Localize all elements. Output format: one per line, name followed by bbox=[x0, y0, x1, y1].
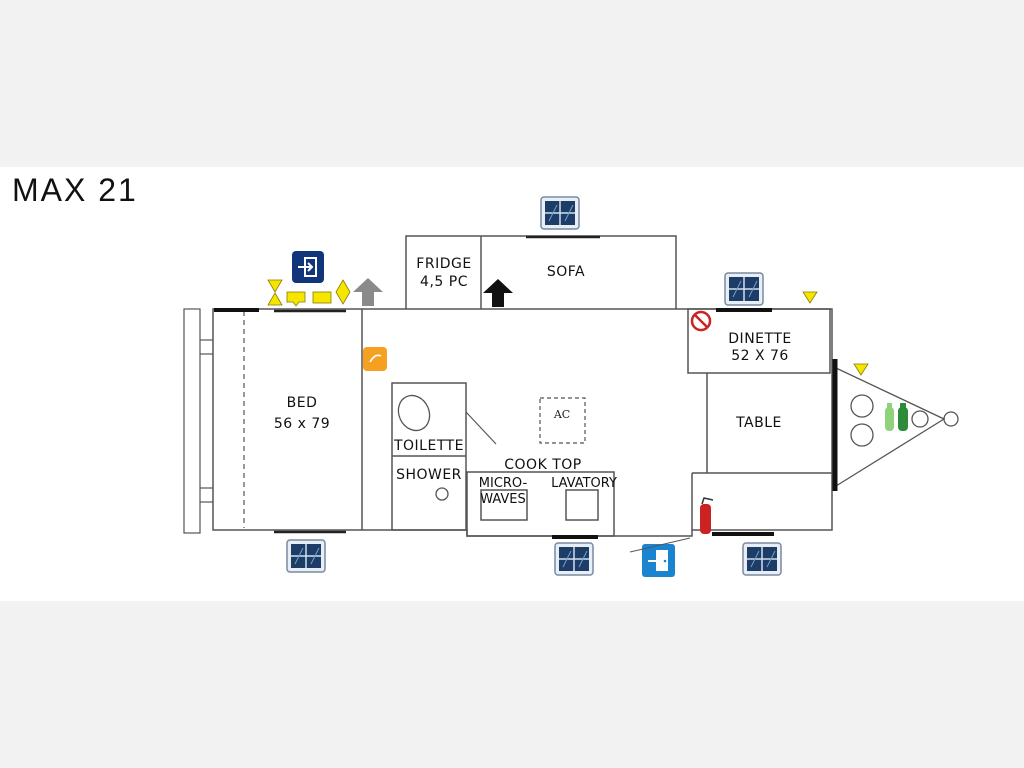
warning-triangle-icon bbox=[267, 279, 869, 376]
window-icon bbox=[540, 196, 580, 230]
diagram-panel bbox=[0, 167, 1024, 601]
window-icon bbox=[286, 539, 326, 573]
fire-extinguisher-icon bbox=[700, 497, 714, 534]
window-icon bbox=[554, 542, 594, 576]
microwaves-label: MICRO- bbox=[479, 476, 528, 491]
no-smoking-icon bbox=[690, 310, 712, 332]
door-icon bbox=[292, 251, 324, 283]
rear-bumper bbox=[183, 308, 213, 534]
table-label: TABLE bbox=[735, 415, 782, 431]
tongue-hitch bbox=[835, 367, 959, 487]
ac-label: AC bbox=[553, 408, 570, 421]
shower-label: SHOWER bbox=[396, 467, 462, 483]
ac-unit bbox=[539, 397, 586, 444]
cooktop-label: COOK TOP bbox=[504, 457, 581, 473]
lavatory-label: LAVATORY bbox=[551, 476, 617, 491]
shower-drain-icon bbox=[435, 487, 449, 501]
sofa-label: SOFA bbox=[547, 264, 585, 280]
gas-bottle-icon bbox=[885, 403, 908, 431]
fridge-size-label: 4,5 PC bbox=[420, 274, 468, 290]
up-arrow-icon bbox=[483, 279, 513, 307]
bed-label: BED bbox=[287, 395, 318, 411]
up-arrow-icon bbox=[353, 278, 383, 306]
window-icon bbox=[742, 542, 782, 576]
dinette-label: DINETTE bbox=[728, 331, 791, 347]
exit-door-icon bbox=[629, 537, 691, 577]
toilet-icon bbox=[397, 394, 431, 432]
dinette-size-label: 52 X 76 bbox=[731, 348, 789, 364]
fridge-label: FRIDGE bbox=[416, 256, 471, 272]
model-title: MAX 21 bbox=[12, 172, 138, 208]
microwaves-label-2: WAVES bbox=[480, 492, 526, 507]
toilette-label: TOILETTE bbox=[393, 438, 464, 454]
cooktop-leader bbox=[465, 411, 497, 445]
light-icon bbox=[363, 347, 387, 371]
window-icon bbox=[724, 272, 764, 306]
bed-size-label: 56 x 79 bbox=[274, 416, 330, 432]
